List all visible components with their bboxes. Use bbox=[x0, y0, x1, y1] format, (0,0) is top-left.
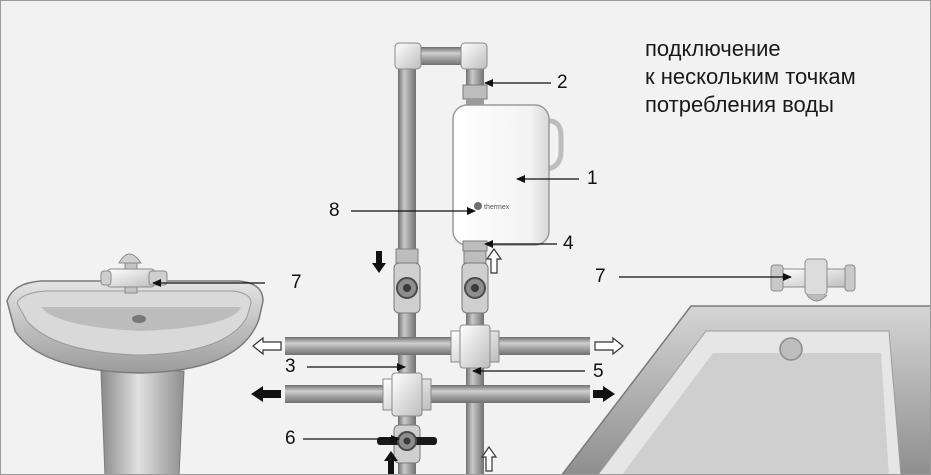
leader-lines bbox=[152, 79, 792, 443]
water-heater: thermex bbox=[452, 84, 564, 252]
bath-mixer bbox=[770, 258, 856, 302]
label-heater-outlet-fitting: 4 bbox=[563, 233, 574, 254]
title-line-3: потребления воды bbox=[645, 92, 834, 117]
bathtub bbox=[561, 305, 930, 474]
cold-flow-left-arrow bbox=[251, 386, 281, 402]
hot-flow-left-arrow bbox=[252, 336, 282, 356]
cold-distribution-pipe bbox=[285, 385, 590, 403]
label-bath-mixer: 7 bbox=[595, 266, 606, 287]
hot-flow-up-arrow-heater bbox=[485, 247, 503, 274]
title-line-1: подключение bbox=[645, 36, 781, 61]
cold-flow-down-arrow bbox=[372, 251, 386, 273]
cold-valve bbox=[393, 248, 421, 314]
label-sink-mixer: 7 bbox=[291, 272, 302, 293]
title-line-2: к нескольким точкам bbox=[645, 64, 856, 89]
label-heater: 1 bbox=[587, 168, 598, 189]
heater-brand: thermex bbox=[484, 204, 510, 211]
sink bbox=[6, 280, 264, 474]
cold-flow-right-arrow bbox=[593, 386, 615, 402]
bath-drain-icon bbox=[779, 337, 803, 361]
label-cold-tee: 3 bbox=[285, 356, 296, 377]
hot-distribution-pipe bbox=[285, 337, 590, 355]
main-shutoff-valve bbox=[377, 424, 437, 464]
elbow-left bbox=[394, 42, 422, 70]
label-heater-inlet-fitting: 2 bbox=[557, 72, 568, 93]
sink-mixer bbox=[100, 253, 168, 294]
diagram-title: подключение к нескольким точкам потребле… bbox=[645, 35, 856, 119]
sink-drain-icon bbox=[132, 315, 146, 323]
cold-flow-arrows bbox=[251, 251, 615, 474]
label-indicator: 8 bbox=[329, 200, 340, 221]
hot-flow-arrows bbox=[252, 247, 624, 472]
hot-valve bbox=[461, 248, 489, 314]
cold-flow-up-arrow bbox=[384, 451, 398, 474]
indicator-light-icon bbox=[474, 202, 482, 210]
label-hot-riser: 5 bbox=[593, 361, 604, 382]
hot-flow-right-arrow bbox=[594, 336, 624, 356]
power-cable bbox=[546, 118, 564, 172]
elbow-right bbox=[460, 42, 488, 70]
hot-flow-up-arrow-bottom bbox=[480, 445, 498, 472]
label-main-valve: 6 bbox=[285, 428, 296, 449]
